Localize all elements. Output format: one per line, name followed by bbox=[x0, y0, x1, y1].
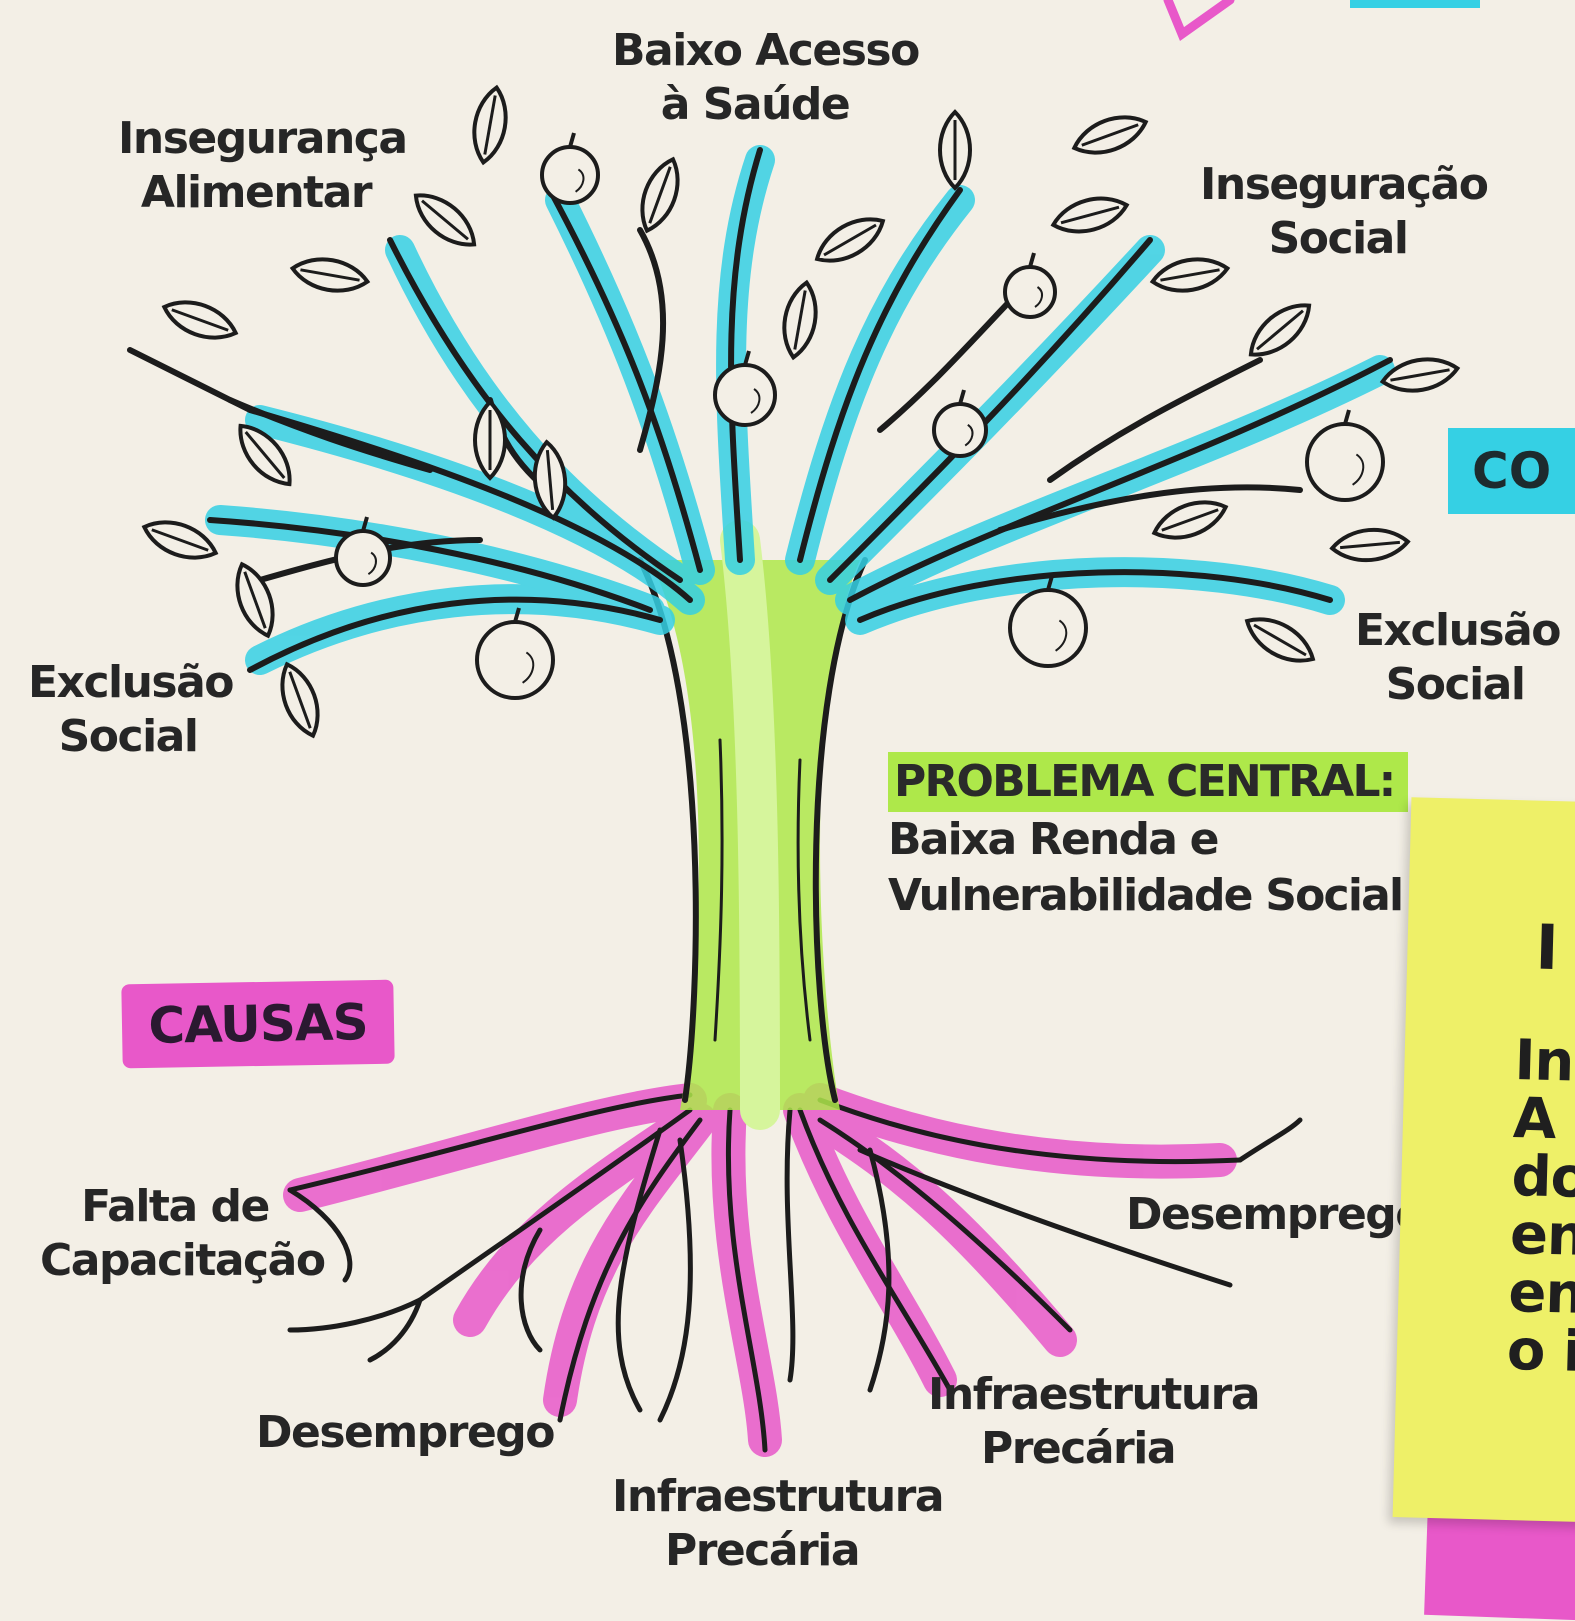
side-note-heading: I bbox=[1534, 910, 1560, 985]
leaf-icon bbox=[1244, 617, 1316, 663]
fruit-icon bbox=[475, 607, 555, 700]
side-note: I In A do en en o i bbox=[1392, 797, 1575, 1523]
arrow-icon bbox=[1163, 0, 1235, 41]
side-note-text: In A do en en o i bbox=[1506, 1028, 1575, 1385]
trunk bbox=[637, 520, 868, 1130]
leaf-icon bbox=[1050, 196, 1130, 234]
leaf-icon bbox=[1149, 257, 1231, 293]
leaf-icon bbox=[235, 561, 275, 639]
fruits bbox=[334, 132, 1385, 700]
fruit-icon bbox=[932, 389, 988, 458]
side-note-line: o i bbox=[1506, 1317, 1575, 1385]
fruit-icon bbox=[1305, 409, 1385, 502]
leaf-icon bbox=[1379, 357, 1461, 393]
leaf-icon bbox=[1151, 500, 1229, 540]
leaf-icon bbox=[413, 193, 477, 247]
central-problem-line: Vulnerabilidade Social bbox=[888, 870, 1404, 921]
label-desemprego-right: Desemprego bbox=[1126, 1189, 1426, 1240]
leaf-icon bbox=[938, 109, 972, 191]
leaf-icon bbox=[161, 300, 239, 340]
central-problem: PROBLEMA CENTRAL: Baixa Renda e Vulnerab… bbox=[888, 752, 1409, 924]
leaf-icon bbox=[141, 520, 219, 560]
leaves bbox=[141, 84, 1461, 739]
roots bbox=[283, 1083, 1303, 1457]
central-problem-heading: PROBLEMA CENTRAL: bbox=[888, 752, 1409, 812]
leaf-icon bbox=[1329, 527, 1411, 563]
leaf-icon bbox=[782, 279, 818, 361]
leaf-icon bbox=[238, 423, 292, 487]
fruit-icon bbox=[1003, 252, 1057, 319]
fruit-icon bbox=[713, 350, 777, 427]
fruit-icon bbox=[1008, 575, 1088, 668]
central-problem-line: Baixa Renda e bbox=[888, 814, 1220, 865]
leaf-icon bbox=[1071, 115, 1149, 155]
fruit-icon bbox=[334, 516, 392, 587]
top-right-badge-edge bbox=[1350, 0, 1480, 8]
leaf-icon bbox=[289, 257, 371, 293]
leaf-icon bbox=[472, 84, 508, 166]
consequences-badge-cut: CO bbox=[1448, 428, 1575, 514]
leaf-icon bbox=[280, 661, 320, 739]
fruit-icon bbox=[540, 132, 600, 205]
leaf-icon bbox=[473, 399, 507, 481]
causes-badge: CAUSAS bbox=[121, 979, 395, 1069]
leaf-icon bbox=[1248, 303, 1312, 357]
leaf-icon bbox=[532, 439, 568, 521]
leaf-icon bbox=[640, 156, 680, 234]
label-desemprego-left: Desemprego bbox=[256, 1407, 556, 1458]
leaf-icon bbox=[814, 217, 886, 263]
